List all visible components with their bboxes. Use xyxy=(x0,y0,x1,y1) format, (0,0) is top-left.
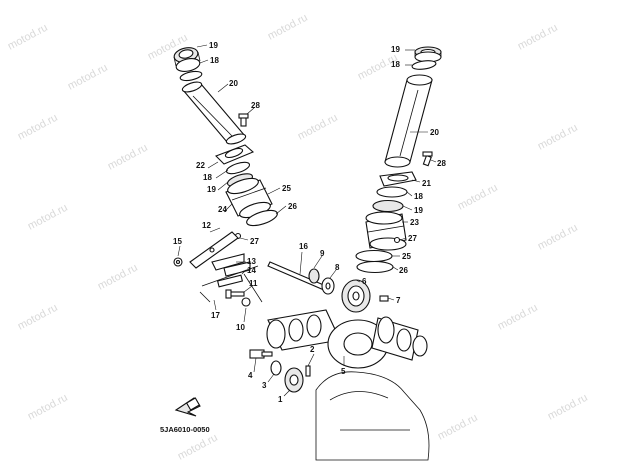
callout-label: 1 xyxy=(278,395,283,404)
camshaft-left-part xyxy=(266,309,341,351)
camshaft-area xyxy=(249,261,430,461)
bolt-part xyxy=(379,295,389,302)
watermark: motod.ru xyxy=(26,202,70,233)
watermark: motod.ru xyxy=(176,432,220,463)
callout-label: 20 xyxy=(430,128,439,137)
seal-ring-part xyxy=(173,47,201,72)
push-rod-tube-part xyxy=(181,81,247,145)
callout-label: 25 xyxy=(282,184,291,193)
callout-label: 26 xyxy=(399,266,408,275)
callout-label: 20 xyxy=(229,79,238,88)
seal-ring-part xyxy=(414,46,442,63)
callout-label: 4 xyxy=(248,371,253,380)
callout-label: 19 xyxy=(391,45,400,54)
callout-label: 10 xyxy=(236,323,245,332)
washer-part xyxy=(308,268,320,284)
seal-ring-part xyxy=(372,199,404,213)
callout-label: 19 xyxy=(207,185,216,194)
tube-base-housing-part xyxy=(365,211,407,251)
callout-label: 23 xyxy=(410,218,419,227)
watermark: motod.ru xyxy=(96,262,140,293)
lever-shaft-part xyxy=(216,274,244,288)
callout-label: 26 xyxy=(288,202,297,211)
callout-label: 18 xyxy=(203,173,212,182)
push-rod-tube-part xyxy=(384,74,433,168)
callout-label: 28 xyxy=(251,101,260,110)
cam-bolt-part xyxy=(249,349,273,359)
watermark: motod.ru xyxy=(6,22,50,53)
callout-label: 18 xyxy=(210,56,219,65)
callout-label: 15 xyxy=(173,237,182,246)
callout-label: 5 xyxy=(341,367,346,376)
callout-label: 3 xyxy=(262,381,267,390)
watermark-layer: motod.ru motod.ru motod.ru motod.ru moto… xyxy=(6,12,590,463)
left-tube-assembly xyxy=(173,47,278,240)
watermark: motod.ru xyxy=(436,412,480,443)
crankcase-outline xyxy=(315,371,430,461)
watermark: motod.ru xyxy=(546,392,590,423)
front-direction-arrow-icon xyxy=(174,397,201,417)
callout-label: 27 xyxy=(408,234,417,243)
pin-part xyxy=(305,365,311,377)
callout-label: 18 xyxy=(391,60,400,69)
watermark: motod.ru xyxy=(266,12,310,43)
watermark: motod.ru xyxy=(536,122,580,153)
o-ring-part xyxy=(411,60,437,70)
callout-label: 6 xyxy=(362,277,367,286)
camshaft-right-part xyxy=(371,316,428,361)
callout-label: 17 xyxy=(211,311,220,320)
screw-part xyxy=(225,289,245,299)
watermark: motod.ru xyxy=(106,142,150,173)
o-ring-part xyxy=(355,249,393,263)
o-ring-part xyxy=(376,186,408,198)
bolt-part xyxy=(422,151,433,167)
watermark: motod.ru xyxy=(16,112,60,143)
diagram-code: 5JA6010-0050 xyxy=(160,425,210,434)
callout-label: 14 xyxy=(247,266,256,275)
callout-label: 7 xyxy=(396,296,401,305)
callout-label: 22 xyxy=(196,161,205,170)
sprocket-part xyxy=(284,367,304,393)
callout-label: 24 xyxy=(218,205,227,214)
tube-base-housing-part xyxy=(225,177,273,219)
watermark: motod.ru xyxy=(516,22,560,53)
cam-gear-part xyxy=(341,279,371,313)
watermark: motod.ru xyxy=(16,302,60,333)
callout-label: 18 xyxy=(414,192,423,201)
callout-label: 28 xyxy=(437,159,446,168)
callout-label: 8 xyxy=(335,263,340,272)
washer-part xyxy=(270,360,282,376)
leader-lines xyxy=(177,44,437,397)
o-ring-part xyxy=(356,260,394,274)
callout-label: 19 xyxy=(414,206,423,215)
callout-label: 16 xyxy=(299,242,308,251)
lever-linkage-group xyxy=(173,231,263,307)
callout-label: 21 xyxy=(422,179,431,188)
callout-label: 12 xyxy=(202,221,211,230)
watermark: motod.ru xyxy=(296,112,340,143)
callout-labels: 19 18 20 28 22 18 19 24 25 26 27 19 18 2… xyxy=(173,41,446,404)
watermark: motod.ru xyxy=(456,182,500,213)
callout-label: 25 xyxy=(402,252,411,261)
o-ring-part xyxy=(225,161,251,175)
long-bolt-part xyxy=(201,265,259,287)
watermark: motod.ru xyxy=(536,222,580,253)
right-tube-assembly xyxy=(355,46,442,274)
callout-label: 19 xyxy=(209,41,218,50)
o-ring-part xyxy=(179,70,203,82)
dowel-pin-part xyxy=(393,236,401,244)
callout-label: 2 xyxy=(310,345,315,354)
watermark: motod.ru xyxy=(66,62,110,93)
callout-label: 9 xyxy=(320,249,325,258)
callout-label: 27 xyxy=(250,237,259,246)
callout-label: 13 xyxy=(247,257,256,266)
bolt-part xyxy=(238,113,249,127)
washer-part xyxy=(241,297,251,307)
shift-lever-part xyxy=(223,261,251,277)
watermark: motod.ru xyxy=(26,392,70,423)
callout-label: 11 xyxy=(249,279,258,288)
watermark: motod.ru xyxy=(496,302,540,333)
